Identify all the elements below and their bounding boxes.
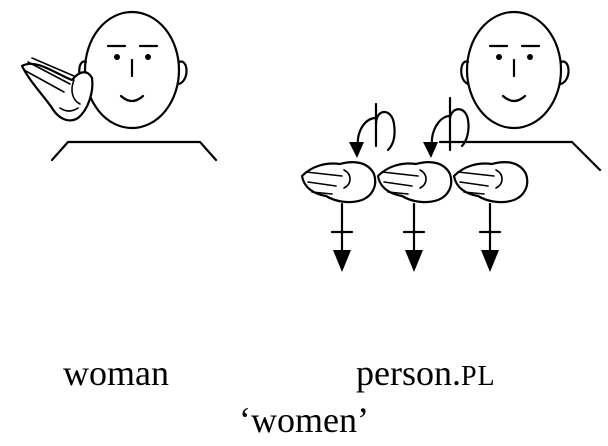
signer-woman-eye-left: [114, 54, 120, 60]
signer-woman-hand: [20, 57, 94, 122]
signer-person-mouth: [501, 94, 527, 103]
down-arrow-3: [478, 202, 502, 272]
movement-arc-1: [349, 102, 396, 158]
signer-woman-right-ear: [177, 60, 188, 86]
signer-woman-eye-right: [145, 54, 151, 60]
gloss-plural-marker: PL: [460, 361, 496, 392]
signer-person-shoulders: [438, 140, 602, 172]
signer-woman-head: [83, 10, 181, 130]
signer-person-right-ear: [559, 60, 570, 86]
signer-person-eye-left: [496, 54, 502, 60]
signer-person-head: [465, 10, 563, 130]
down-arrow-1: [330, 202, 354, 272]
gloss-person-plural: person.PL: [356, 355, 496, 391]
signer-person-eye-right: [527, 54, 533, 60]
sign-illustration: [20, 10, 602, 272]
free-translation: ‘women’: [239, 400, 369, 440]
gloss-person-base: person.: [356, 353, 461, 393]
hand-1: [300, 161, 377, 204]
signer-woman-shoulders: [50, 140, 218, 162]
signer-woman: [20, 10, 218, 162]
down-arrow-2: [402, 202, 426, 272]
hand-2: [376, 161, 453, 204]
signer-woman-mouth: [119, 94, 145, 103]
signer-person-left-ear: [460, 60, 470, 86]
hand-3: [452, 161, 529, 204]
signer-person: [438, 10, 602, 172]
gloss-woman: woman: [63, 353, 169, 393]
movement-arc-2: [423, 96, 470, 158]
